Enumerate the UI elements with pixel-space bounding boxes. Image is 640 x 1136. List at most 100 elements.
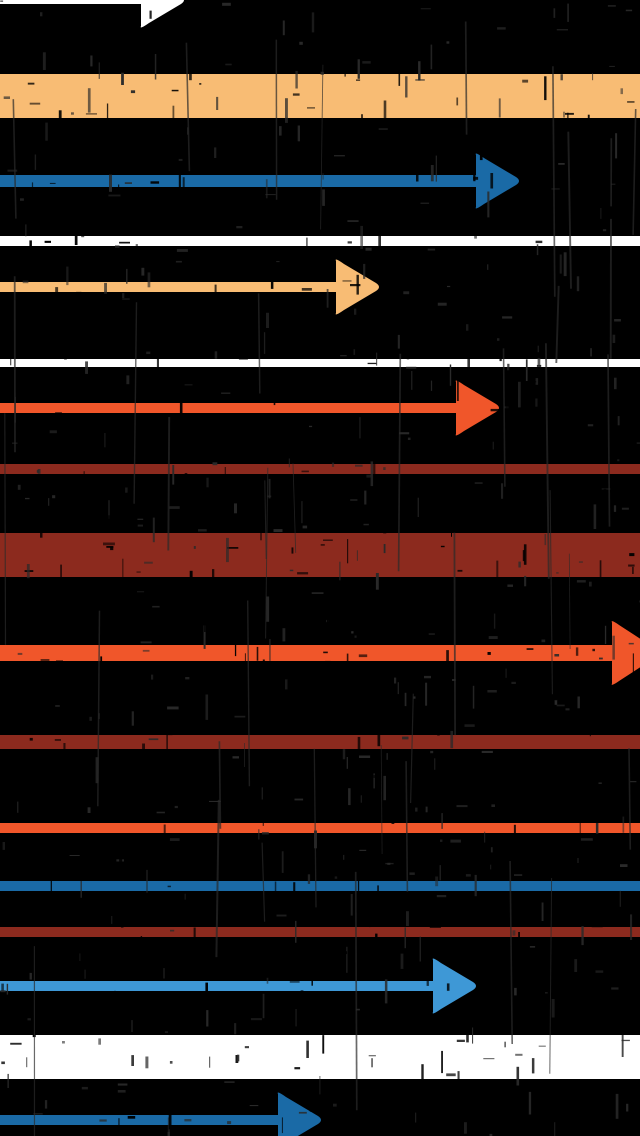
grunge-speck — [344, 951, 348, 955]
grunge-speck — [350, 894, 353, 916]
grunge-speck — [532, 510, 537, 513]
grunge-speck — [93, 271, 95, 281]
grunge-speck — [311, 592, 324, 594]
stripe-orange-arrow-1-arrowhead — [455, 380, 499, 436]
grunge-speck — [576, 580, 586, 583]
grunge-speck — [79, 953, 81, 961]
grunge-speck — [373, 775, 383, 778]
grunge-speck — [193, 546, 196, 549]
grunge-speck — [81, 226, 85, 238]
grunge-scratch — [568, 553, 571, 650]
grunge-speck — [235, 385, 243, 388]
grunge-speck — [357, 130, 367, 132]
grunge-speck — [76, 291, 82, 295]
grunge-speck — [407, 437, 411, 440]
grunge-speck — [544, 76, 547, 101]
grunge-speck — [508, 367, 510, 387]
grunge-speck — [430, 750, 434, 754]
grunge-speck — [1, 1061, 5, 1065]
grunge-speck — [297, 572, 309, 575]
grunge-speck — [117, 1083, 128, 1086]
grunge-speck — [385, 669, 388, 682]
grunge-speck — [576, 276, 580, 292]
grunge-speck — [49, 430, 57, 434]
grunge-speck — [177, 21, 187, 24]
grunge-speck — [360, 795, 362, 803]
grunge-speck — [17, 801, 19, 813]
grunge-speck — [511, 296, 517, 300]
grunge-scratch — [185, 42, 191, 172]
grunge-speck — [210, 45, 222, 48]
grunge-speck — [452, 679, 456, 681]
grunge-scratch — [292, 463, 297, 553]
grunge-speck — [617, 459, 621, 462]
grunge-speck — [450, 839, 461, 843]
grunge-speck — [172, 465, 175, 485]
grunge-speck — [553, 581, 562, 583]
grunge-speck — [193, 671, 195, 683]
grunge-speck — [411, 371, 413, 390]
grunge-speck — [585, 266, 590, 270]
grunge-speck — [11, 24, 13, 50]
grunge-speck — [117, 1090, 126, 1093]
grunge-speck — [243, 335, 247, 356]
grunge-speck — [372, 194, 375, 219]
grunge-speck — [563, 111, 565, 118]
grunge-speck — [127, 1116, 136, 1119]
grunge-speck — [521, 665, 525, 689]
grunge-speck — [189, 63, 192, 81]
grunge-speck — [174, 805, 178, 809]
grunge-speck — [541, 794, 545, 805]
grunge-speck — [156, 353, 159, 373]
grunge-speck — [617, 416, 620, 426]
grunge-speck — [348, 950, 356, 952]
grunge-speck — [449, 364, 452, 386]
grunge-speck — [171, 145, 173, 150]
stripe-blue-arrow-bottom-arrowhead — [277, 1092, 321, 1136]
grunge-speck — [44, 1100, 48, 1109]
grunge-speck — [225, 427, 227, 440]
grunge-speck — [103, 783, 107, 785]
grunge-speck — [359, 641, 365, 645]
grunge-speck — [145, 1056, 149, 1069]
grunge-speck — [446, 983, 450, 991]
grunge-speck — [501, 483, 504, 499]
grunge-speck — [569, 161, 572, 165]
grunge-speck — [26, 564, 30, 579]
grunge-speck — [378, 128, 388, 130]
grunge-speck — [415, 1112, 417, 1123]
grunge-speck — [533, 1013, 536, 1032]
grunge-speck — [56, 660, 63, 663]
grunge-speck — [184, 473, 188, 488]
grunge-speck — [271, 9, 274, 25]
grunge-speck — [357, 386, 363, 388]
grunge-speck — [614, 319, 621, 322]
grunge-speck — [146, 351, 151, 355]
grunge-speck — [402, 500, 414, 503]
grunge-speck — [274, 55, 284, 57]
grunge-speck — [7, 169, 18, 172]
grunge-speck — [522, 79, 529, 83]
grunge-speck — [334, 876, 338, 879]
grunge-speck — [258, 829, 260, 840]
grunge-speck — [383, 100, 387, 123]
grunge-speck — [130, 42, 137, 45]
grunge-speck — [379, 587, 385, 590]
grunge-speck — [288, 458, 290, 468]
grunge-speck — [322, 173, 324, 180]
grunge-speck — [232, 756, 239, 759]
grunge-speck — [505, 668, 507, 678]
grunge-speck — [106, 663, 109, 669]
grunge-speck — [341, 853, 348, 855]
stripe-dark-red-thin-1 — [0, 464, 640, 474]
grunge-speck — [100, 656, 103, 680]
grunge-speck — [306, 237, 308, 256]
grunge-speck — [357, 736, 361, 755]
grunge-speck — [457, 569, 463, 572]
grunge-speck — [358, 351, 368, 354]
grunge-speck — [356, 952, 364, 956]
grunge-speck — [357, 59, 360, 79]
grunge-speck — [367, 362, 377, 365]
grunge-speck — [1, 983, 4, 1002]
grunge-speck — [246, 977, 253, 981]
